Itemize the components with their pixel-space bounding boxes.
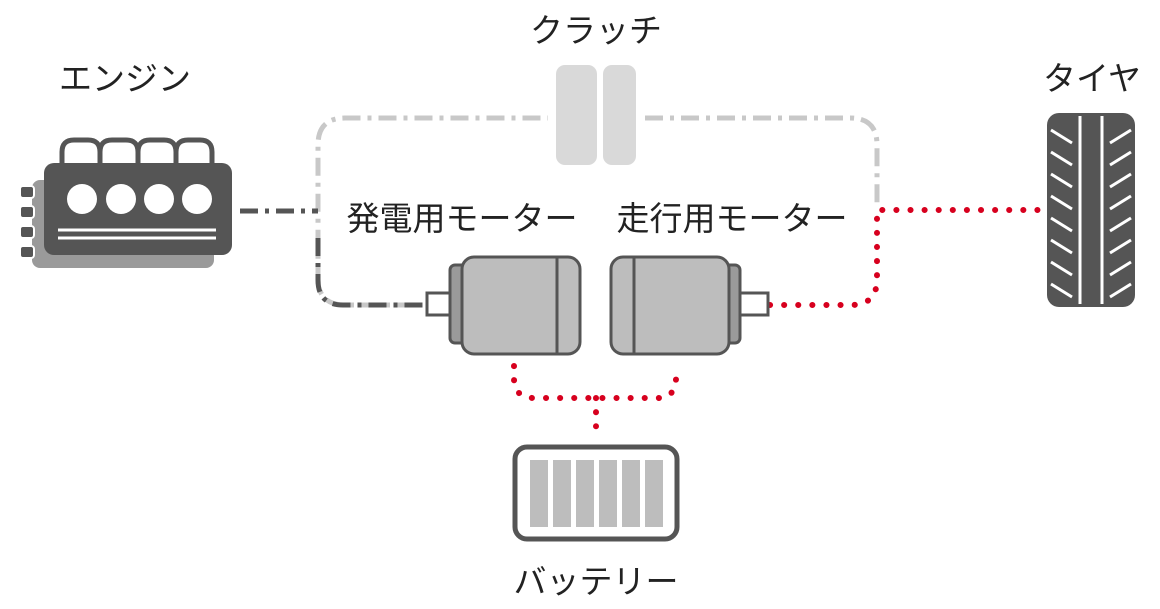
engine-path — [240, 208, 425, 308]
tire-icon — [1047, 113, 1135, 307]
engine-label: エンジン — [59, 59, 191, 98]
generator-motor-label: 発電用モーター — [347, 199, 578, 238]
generator-motor-icon — [425, 255, 582, 356]
clutch-label: クラッチ — [530, 11, 662, 50]
clutch-icon — [556, 65, 636, 165]
engine-cylinder-heads — [59, 137, 215, 166]
drive-motor-label: 走行用モーター — [617, 199, 848, 238]
tire-tread — [1050, 128, 1132, 299]
engine-cylinders — [67, 184, 212, 214]
engine-icon — [19, 137, 232, 268]
engine-bolts — [19, 185, 35, 259]
battery-label: バッテリー — [514, 562, 679, 601]
tire-label: タイヤ — [1043, 59, 1141, 98]
electric-path — [511, 207, 1046, 439]
drive-motor-icon — [609, 255, 770, 356]
battery-cells — [530, 460, 663, 527]
battery-icon — [512, 444, 680, 542]
